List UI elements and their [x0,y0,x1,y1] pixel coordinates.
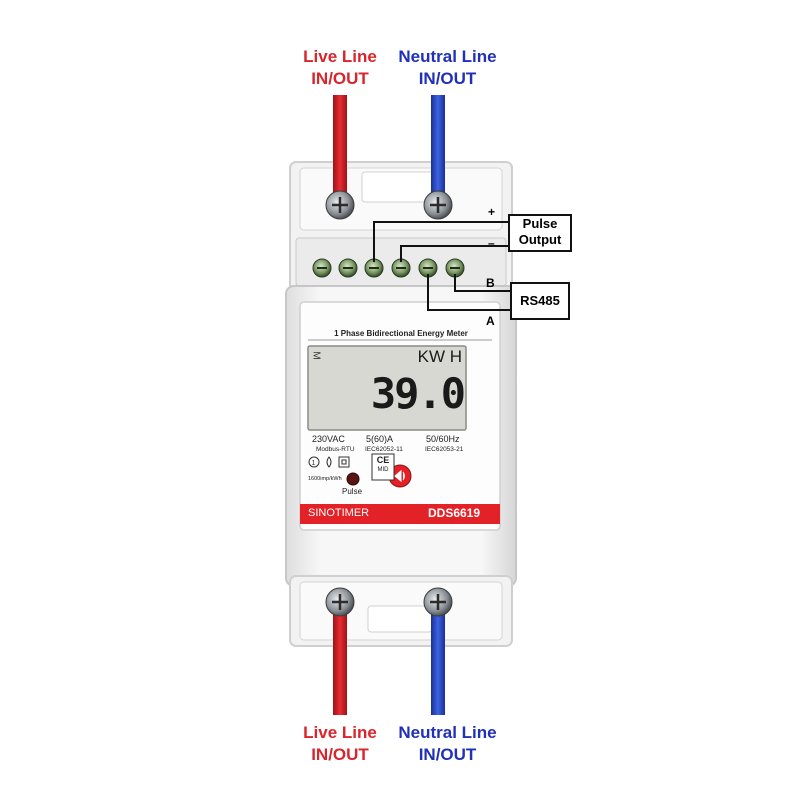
bottom-live-screw-icon [325,587,355,617]
pulse-output-line1: Pulse [522,216,558,231]
pulse-output-line2: Output [518,232,562,247]
terminal-1-icon [312,258,332,278]
spec-std1: IEC62052-11 [365,446,403,453]
signal-terminals [312,258,465,278]
brand-bar [300,504,500,524]
pulse-led-label: Pulse [342,487,363,496]
bottom-terminal-housing [289,575,513,647]
top-live-inout-text: IN/OUT [311,69,369,88]
spec-voltage: 230VAC [312,434,345,444]
lcd-screen [307,345,467,431]
lcd-unit: KW H [417,347,462,366]
impulse-rate: 1600imp/kWh [308,476,342,482]
pulse-output-box: Pulse Output [508,214,572,252]
top-live-label: Live Line IN/OUT [280,46,400,90]
pulse-led-icon [346,472,360,486]
rs485-label: RS485 [520,293,560,308]
brand-name: SINOTIMER [308,507,370,519]
bottom-neutral-inout-text: IN/OUT [418,745,477,764]
phase-icon: 1 [308,456,320,468]
model-number: DDS6619 [428,506,481,520]
spec-frequency: 50/60Hz [426,434,460,444]
top-neutral-line-text: Neutral Line [398,47,497,66]
mid-mark: MID [377,467,389,473]
spec-std2: IEC62053-21 [425,446,464,453]
svg-text:1: 1 [312,460,316,467]
top-neutral-wire [431,95,445,197]
drop-icon [326,456,332,468]
top-neutral-inout-text: IN/OUT [418,69,477,88]
pulse-plus-lead [373,221,508,262]
bottom-neutral-line-text: Neutral Line [398,723,497,742]
pulse-minus-sign: – [488,236,495,250]
rs485-b-lead [454,274,510,292]
rs485-pin-b: B [486,276,495,290]
ce-mid-badge [371,453,395,481]
bottom-live-label: Live Line IN/OUT [280,722,400,766]
bottom-neutral-label: Neutral Line IN/OUT [385,722,510,766]
spec-protocol: Modbus-RTU [316,446,355,453]
panel-title: 1 Phase Bidirectional Energy Meter [334,329,468,338]
rs485-box: RS485 [510,282,570,320]
rs485-pin-a: A [486,314,495,328]
double-insulation-icon [338,456,350,468]
top-live-wire [333,95,347,197]
bottom-live-inout-text: IN/OUT [311,745,369,764]
ce-mark: CE [376,455,390,465]
terminal-2-icon [338,258,358,278]
pulse-plus-sign: + [488,205,496,219]
top-neutral-label: Neutral Line IN/OUT [385,46,510,90]
spec-current: 5(60)A [366,434,394,444]
pulse-minus-lead [400,245,508,262]
top-live-line-text: Live Line [303,47,377,66]
lcd-reading: 39.0 [370,369,466,418]
bottom-live-line-text: Live Line [303,723,377,742]
bottom-neutral-wire [431,605,445,715]
bottom-neutral-screw-icon [423,587,453,617]
bottom-live-wire [333,605,347,715]
rs485-a-lead [427,274,510,311]
top-live-screw-icon [325,190,355,220]
top-neutral-screw-icon [423,190,453,220]
lcd-m-indicator: M [310,351,322,360]
